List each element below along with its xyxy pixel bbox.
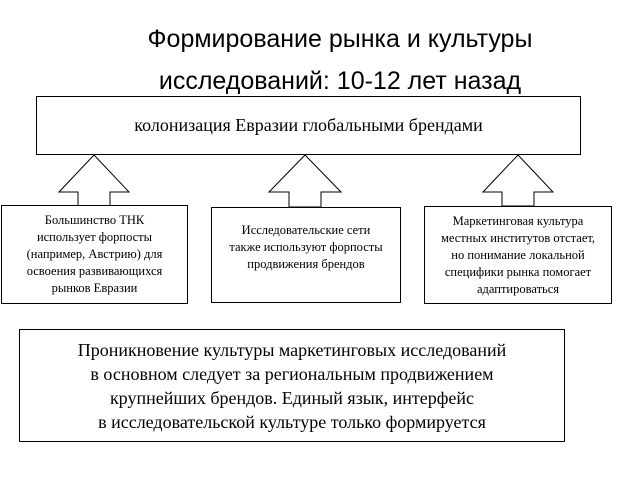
box-1-line-4: освоения развивающихся (26, 264, 163, 278)
box-2-line-2: также используют форпосты (229, 240, 383, 254)
up-arrow-3 (481, 154, 555, 207)
box-1-line-3: (например, Австрию) для (26, 247, 163, 261)
box-1-line-5: рынков Евразии (51, 281, 138, 295)
title-line-1: Формирование рынка и культуры (147, 25, 533, 53)
marketing-culture-box: Маркетинговая культура местных институто… (424, 206, 612, 304)
box-3-line-2: местных институтов отстает, (440, 230, 596, 245)
title-line-2: исследований: 10-12 лет назад (158, 67, 522, 95)
summary-line-3: крупнейших брендов. Единый язык, интерфе… (109, 387, 475, 408)
research-networks-box: Исследовательские сети также используют … (211, 207, 401, 303)
box-1-line-1: Большинство ТНК (44, 213, 145, 227)
colonization-text: колонизация Евразии глобальными брендами (134, 115, 483, 135)
box-3-line-1: Маркетинговая культура (452, 213, 584, 228)
summary-line-2: в основном следует за региональным продв… (90, 363, 494, 384)
summary-line-1: Проникновение культуры маркетинговых исс… (77, 339, 507, 360)
box-3-line-5: адаптироваться (476, 281, 560, 296)
page-title: Формирование рынка и культуры исследован… (60, 18, 620, 102)
box-2-line-3: продвижения брендов (247, 257, 365, 271)
colonization-box: колонизация Евразии глобальными брендами (36, 96, 581, 155)
up-arrow-1 (57, 154, 131, 207)
summary-box: Проникновение культуры маркетинговых исс… (19, 329, 565, 442)
tnc-outposts-box: Большинство ТНК использует форпосты (нап… (1, 205, 188, 304)
box-3-line-3: но понимание локальной (451, 247, 585, 262)
box-3-line-4: специфики рынка помогает (444, 264, 592, 279)
box-2-line-1: Исследовательские сети (241, 223, 371, 237)
box-1-line-2: использует форпосты (36, 230, 153, 244)
up-arrow-2 (267, 154, 343, 208)
summary-line-4: в исследовательской культуре только форм… (98, 411, 486, 432)
